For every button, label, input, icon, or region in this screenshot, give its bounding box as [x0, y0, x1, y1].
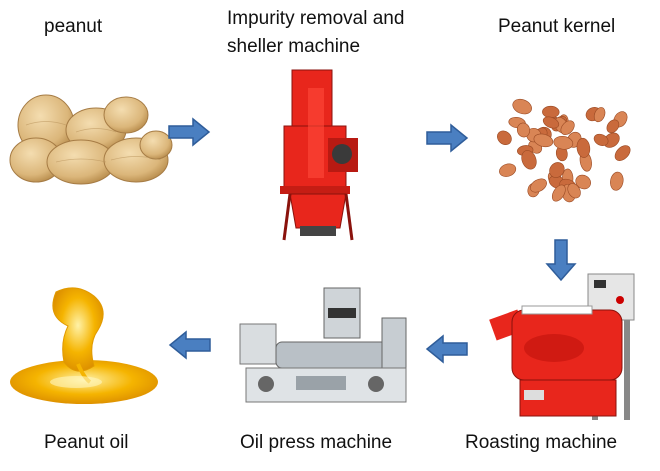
arrow-right-icon	[426, 123, 469, 153]
kernel-shape	[549, 162, 565, 178]
kernel-shape	[551, 184, 566, 202]
arrow-down-icon	[545, 239, 577, 282]
arrow-left-icon	[168, 330, 211, 360]
kernel-shape	[614, 145, 631, 161]
kernel-image	[497, 98, 631, 203]
sheller-label-line2: sheller machine	[227, 36, 361, 57]
kernel-shape	[542, 116, 560, 129]
kernel-shape	[606, 119, 620, 134]
sheller-machine-image	[280, 69, 358, 241]
peanut-image	[9, 94, 173, 185]
kernel-shape	[512, 98, 532, 115]
kernel-shape	[553, 136, 574, 150]
kernel-shape	[499, 163, 517, 177]
oil-label: Peanut oil	[44, 432, 129, 453]
oil-press-machine-image	[239, 287, 407, 403]
arrow-left-icon	[425, 334, 468, 364]
kernel-shape	[593, 133, 609, 146]
kernel-shape	[516, 122, 531, 138]
kernel-shape	[533, 133, 554, 148]
sheller-label-line1: Impurity removal and	[227, 8, 405, 29]
peanut-label: peanut	[44, 16, 103, 37]
kernel-shape	[560, 120, 575, 135]
kernel-shape	[576, 137, 591, 158]
press-label: Oil press machine	[240, 432, 393, 453]
kernel-shape	[567, 183, 581, 199]
arrow-right-icon	[168, 117, 211, 147]
kernel-shape	[530, 178, 547, 193]
kernel-shape	[575, 174, 591, 190]
kernel-label: Peanut kernel	[498, 16, 616, 37]
kernel-shape	[497, 130, 512, 146]
kernel-shape	[593, 107, 606, 123]
peanut-oil-image	[10, 287, 158, 404]
roasting-label: Roasting machine	[465, 432, 618, 453]
kernel-shape	[521, 150, 537, 170]
kernel-shape	[610, 171, 624, 191]
kernel-shape	[542, 105, 560, 119]
roasting-machine-image	[489, 273, 635, 420]
